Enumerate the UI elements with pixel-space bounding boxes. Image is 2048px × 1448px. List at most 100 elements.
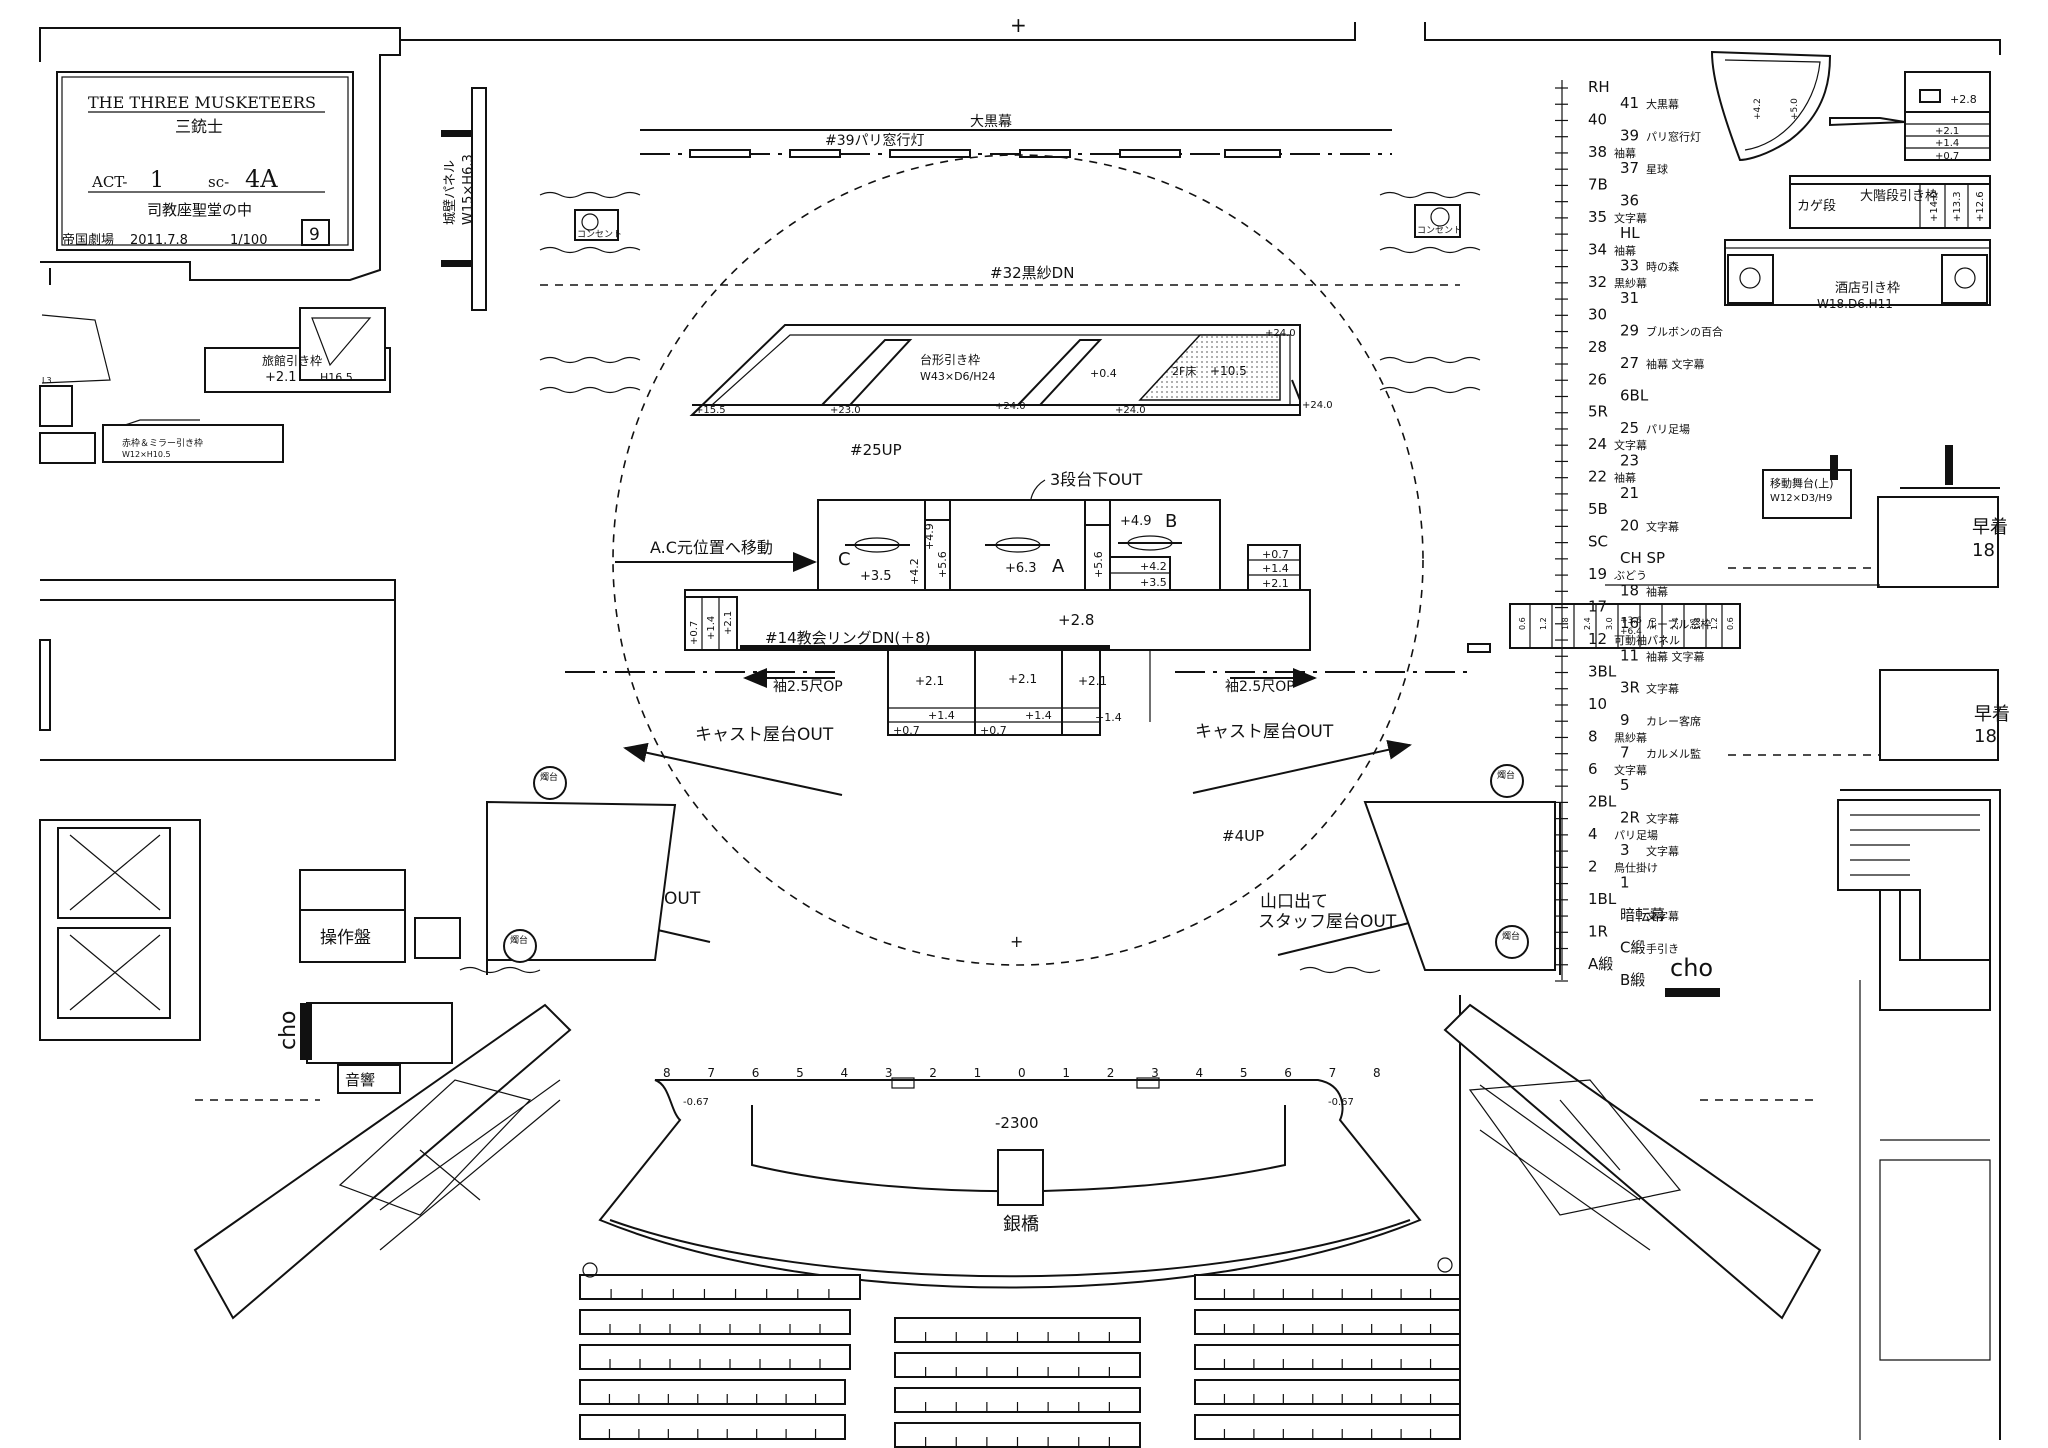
fly-line-number: 35	[1588, 208, 1607, 226]
fly-line-number: 17	[1588, 598, 1607, 616]
b-step-height-1: +4.2	[1140, 560, 1167, 573]
seat-row	[1194, 1344, 1461, 1370]
lower-box-2: +2.1	[1008, 672, 1037, 686]
side-stair-mid2: +6.4	[1620, 627, 1642, 637]
sound-label: 音響	[345, 1071, 375, 1089]
fly-line-label: 文字幕	[1614, 438, 1647, 452]
stair-height-3: +12.6	[1975, 191, 1986, 222]
right-step-2: +1.4	[1262, 562, 1289, 575]
orchestra-column-number: 5	[796, 1066, 804, 1080]
fly-line-label: 袖幕 文字幕	[1646, 357, 1705, 371]
cast-wagon-out-upper-right: キャスト屋台OUT	[1195, 722, 1334, 742]
stair-height-1: +14.0	[1929, 191, 1940, 222]
wing-left-label: 袖2.5尺OP	[773, 679, 843, 695]
fly-line-number: 23	[1620, 451, 1639, 469]
orchestra-column-number: 3	[885, 1066, 893, 1080]
fly-line-number: 5R	[1588, 403, 1608, 421]
cast-wagon-out-upper-left: キャスト屋台OUT	[695, 725, 834, 745]
lower-step-a1: +1.4	[928, 709, 955, 722]
svg-text:燭台: 燭台	[1502, 930, 1520, 942]
step-height-v56b: +5.6	[1092, 551, 1105, 578]
fly-line-number: 31	[1620, 289, 1639, 307]
seat-row	[579, 1344, 851, 1370]
unit-a-label: A	[1052, 556, 1065, 577]
fly-line-label: 手引き	[1646, 942, 1679, 956]
fly-line-label: 文字幕	[1646, 682, 1679, 696]
fly-line-number: 12	[1588, 630, 1607, 648]
second-floor-label: 2F床	[1172, 364, 1196, 378]
fly-line-number: HL	[1620, 224, 1640, 242]
scene-name: 司教座聖堂の中	[147, 201, 252, 219]
trapezoid-height-5: +24.0	[1265, 328, 1296, 339]
fly-line-label: カルメル監	[1646, 747, 1701, 761]
orchestra-column-number: 3	[1151, 1066, 1159, 1080]
fly-line-number: 33	[1620, 257, 1639, 275]
stair-level-4: +0.7	[1935, 151, 1959, 162]
candle-stand-3: 燭台	[1490, 764, 1524, 798]
pit-depth: -2300	[995, 1114, 1039, 1132]
lower-step-a2: +1.4	[1025, 709, 1052, 722]
black-gauze-label: #32黒紗DN	[990, 264, 1074, 282]
fly-line-label: 時の森	[1646, 260, 1679, 274]
fly-line-number: 29	[1620, 322, 1639, 340]
center-mark-top: +	[1010, 13, 1027, 37]
red-wagon-label: 赤枠＆ミラー引き枠	[122, 437, 203, 449]
side-stair-h8: 1.8	[1693, 617, 1702, 630]
trapezoid-wagon-name: 台形引き枠	[920, 352, 980, 367]
candle-stand-1: 燭台	[533, 766, 567, 800]
up-cue-label: #25UP	[850, 441, 902, 459]
fly-line-number: 27	[1620, 354, 1639, 372]
fly-line-number: 25	[1620, 419, 1639, 437]
right-step-3: +2.1	[1262, 577, 1289, 590]
fly-line-number: A緞	[1588, 955, 1613, 973]
fly-line-label: 鳥仕掛け	[1614, 860, 1658, 874]
scene-value: 4A	[245, 165, 278, 193]
inn-wagon-label: 旅館引き枠	[262, 353, 322, 368]
fly-line-number: CH SP	[1620, 549, 1665, 567]
lower-box-1: +2.1	[915, 674, 944, 688]
paris-window-light-label: #39パリ窓行灯	[825, 132, 925, 149]
wing-right-label: 袖2.5尺OP	[1225, 679, 1295, 695]
unit-c-label: C	[838, 549, 851, 570]
inn-wagon-height: +2.1	[265, 370, 297, 385]
side-stair-h2: 1.2	[1539, 617, 1548, 630]
fly-line-label: 大黒幕	[1646, 97, 1679, 111]
lower-step-b1: +0.7	[893, 724, 920, 737]
fly-line-number: 24	[1588, 435, 1607, 453]
quick-change-2-label: 早着	[1974, 704, 2010, 725]
trapezoid-mid-height: +0.4	[1090, 367, 1117, 380]
paris-window-lights	[689, 149, 1281, 158]
side-stair-h7: 2.4	[1671, 617, 1680, 630]
fly-line-label: 黒紗幕	[1614, 276, 1647, 290]
quick-change-2-num: 18	[1974, 726, 1997, 747]
fly-line-number: 7B	[1588, 175, 1608, 193]
fly-line-label: ブルボンの百合	[1646, 325, 1723, 339]
orchestra-column-number: 0	[1018, 1066, 1026, 1080]
svg-text:燭台: 燭台	[510, 934, 528, 946]
trapezoid-height-3: +24.0	[995, 401, 1026, 412]
seat-row	[579, 1274, 861, 1300]
fly-line-number: 2R	[1620, 809, 1640, 827]
side-stair-mid: +3.6	[1620, 616, 1642, 626]
inn-wagon-h: H16.5	[320, 371, 353, 384]
castle-wall-panel-size: W15×H6.3	[461, 154, 476, 225]
second-floor-height: +10.5	[1210, 364, 1247, 378]
fly-line-number: 36	[1620, 192, 1639, 210]
edge-right: -0.67	[1328, 1097, 1354, 1108]
red-wagon-size: W12×H10.5	[122, 450, 171, 459]
trapezoid-height-2: +23.0	[830, 405, 861, 416]
candle-stand-2: 燭台	[503, 929, 537, 963]
kage-step-label: カゲ段	[1797, 199, 1836, 214]
trapezoid-height-4: +24.0	[1115, 405, 1146, 416]
fly-line-number: 7	[1620, 744, 1630, 762]
fly-line-number: 1	[1620, 874, 1630, 892]
control-panel-label: 操作盤	[320, 928, 371, 948]
fly-line-number: 28	[1588, 338, 1607, 356]
orchestra-column-number: 7	[1329, 1066, 1337, 1080]
fly-line-number: 8	[1588, 727, 1598, 745]
bar-wagon-size: W18.D6.H11	[1817, 297, 1893, 311]
left-cho-label: cho	[276, 1011, 301, 1051]
fly-line-label: 文字幕	[1646, 519, 1679, 533]
